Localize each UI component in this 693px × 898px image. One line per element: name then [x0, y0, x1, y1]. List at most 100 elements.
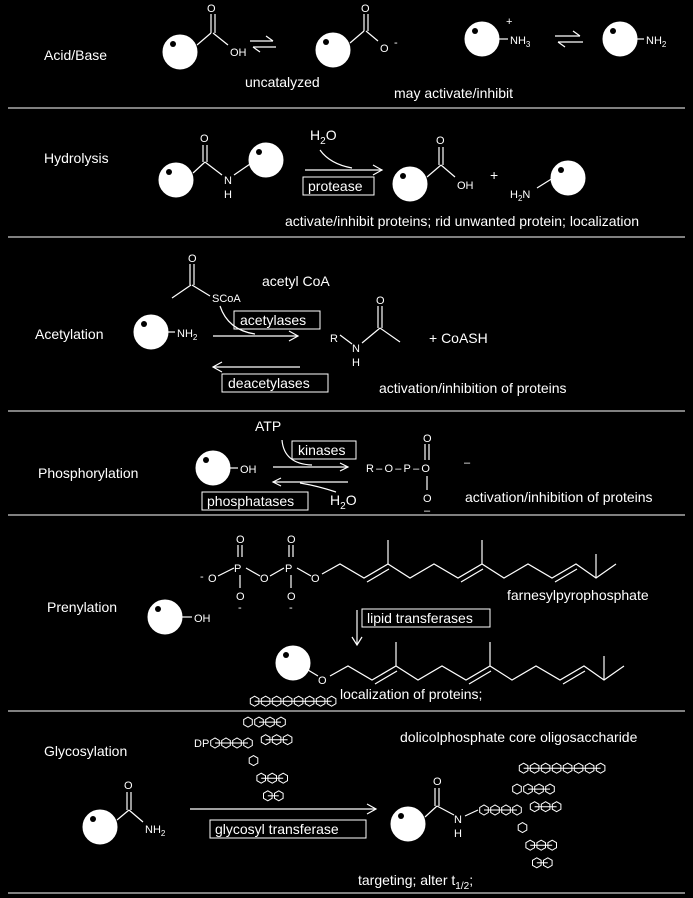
- enzyme-box: [233, 310, 321, 330]
- section-title: Acid/Base: [44, 47, 107, 63]
- arrowhead-icon: [211, 361, 223, 373]
- bond: [468, 670, 492, 685]
- enzyme-box: [201, 491, 309, 511]
- sugar-ring: [529, 801, 540, 813]
- section-acetylation: Acetylation O SCoA acetyl CoA NH2 acetyl…: [35, 253, 567, 396]
- atom-label: SCoA: [212, 293, 241, 305]
- atom-subscript: 2: [518, 194, 523, 203]
- atom-label: O: [207, 3, 216, 15]
- protein-sphere-icon: [390, 806, 426, 842]
- section-phosphorylation: Phosphorylation ATP OH kinases phosphata…: [38, 418, 653, 517]
- atom-label: O: [188, 253, 197, 265]
- bond: [212, 32, 229, 46]
- section-dividers: [8, 107, 685, 894]
- atom-label: NH: [145, 824, 161, 836]
- arrowhead-icon: [372, 164, 384, 176]
- sugar-ring: [584, 762, 595, 774]
- bond: [196, 32, 212, 46]
- sphere-highlight: [90, 816, 96, 822]
- enzyme-lipid-transferases: lipid transferases: [367, 610, 473, 626]
- bond: [204, 161, 223, 176]
- sugar-ring: [249, 695, 260, 707]
- bond: [440, 164, 456, 178]
- protein-sphere-icon: [82, 809, 118, 845]
- protein-sphere-icon: [248, 142, 284, 178]
- caption-may-activate: may activate/inhibit: [394, 85, 513, 101]
- plus-sign: +: [490, 167, 498, 183]
- protein-sphere-icon: [147, 599, 183, 635]
- atom-label: O: [433, 776, 442, 788]
- sugar-ring: [210, 737, 220, 749]
- section-title: Hydrolysis: [44, 150, 109, 166]
- bond: [339, 334, 353, 345]
- enzyme-phosphatases: phosphatases: [207, 493, 294, 509]
- section-glycosylation: Glycosylation DP dolicolphosphate core o…: [44, 695, 638, 892]
- svg-text:H2O: H2O: [330, 492, 357, 512]
- oligosaccharide-icon: [479, 762, 606, 869]
- sugar-ring: [243, 737, 253, 749]
- protein-sphere-icon: [392, 166, 428, 202]
- protein-sphere-icon: [550, 160, 586, 196]
- section-title: Acetylation: [35, 326, 103, 342]
- enzyme-box: [361, 608, 491, 628]
- sugar-ring: [501, 804, 511, 816]
- atom-label: O: [326, 127, 337, 143]
- enzyme-box: [291, 440, 357, 460]
- protein-sphere-icon: [464, 21, 500, 57]
- caption-glycosylation: targeting; alter t: [358, 872, 455, 888]
- sphere-highlight: [283, 652, 289, 658]
- atom-label: NH: [646, 35, 662, 47]
- enzyme-glycosyl-transferase: glycosyl transferase: [215, 821, 339, 837]
- sugar-ring: [248, 755, 259, 767]
- caption-hydrolysis: activate/inhibit proteins; rid unwanted …: [285, 213, 639, 229]
- sugar-ring: [532, 857, 542, 869]
- phosphate-product: R – O – P – O: [366, 463, 430, 475]
- atom-label: N: [454, 814, 462, 826]
- isoprenoid-chain: [321, 563, 617, 579]
- sugar-ring: [282, 695, 293, 707]
- equilibrium-arrow-icon: [250, 35, 276, 53]
- sugar-ring: [263, 790, 273, 802]
- caption-suffix: ;: [469, 872, 473, 888]
- charge-label: -: [289, 602, 293, 614]
- atom-label: O: [236, 591, 245, 603]
- atom-subscript: 2: [340, 501, 346, 512]
- bond: [116, 809, 130, 821]
- enzyme-protease: protease: [308, 178, 363, 194]
- caption-uncatalyzed: uncatalyzed: [245, 74, 320, 90]
- bond: [374, 670, 398, 685]
- atom-label: H: [510, 189, 518, 201]
- atom-label: NH: [510, 35, 526, 47]
- sugar-ring: [315, 695, 326, 707]
- bond: [349, 30, 365, 44]
- sugar-ring: [304, 695, 315, 707]
- atom-subscript: 2: [662, 40, 667, 49]
- atom-subscript: 3: [526, 40, 531, 49]
- bond: [365, 30, 379, 42]
- sugar-ring: [293, 695, 304, 707]
- reagent-atp: ATP: [255, 418, 281, 434]
- atom-label: O: [346, 492, 357, 508]
- sugar-ring: [573, 762, 584, 774]
- atom-label: O: [124, 780, 133, 792]
- sugar-ring: [540, 762, 551, 774]
- atom-label: OH: [457, 180, 474, 192]
- atom-label: NH: [177, 328, 193, 340]
- atom-subscript: 2: [161, 829, 166, 838]
- arrowhead-icon: [271, 477, 282, 487]
- enzyme-box: [209, 819, 367, 839]
- sugar-ring: [512, 804, 522, 816]
- atom-label: O: [318, 675, 327, 687]
- enzyme-kinases: kinases: [298, 442, 345, 458]
- sugar-ring: [543, 857, 553, 869]
- arrowhead-icon: [288, 330, 300, 342]
- sugar-ring: [490, 804, 500, 816]
- sugar-ring: [534, 783, 544, 795]
- arrowhead-icon: [351, 636, 363, 647]
- bond: [464, 809, 479, 817]
- atom-label: O: [436, 135, 445, 147]
- sugar-ring: [221, 737, 231, 749]
- dolichol-label: DP: [194, 738, 209, 750]
- atom-label: OH: [240, 464, 257, 476]
